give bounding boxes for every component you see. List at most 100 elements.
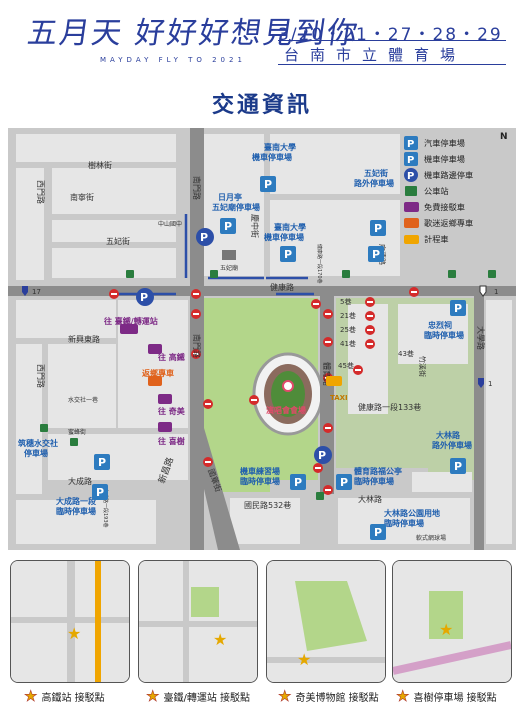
parking-shuijiao-l1: 筑穗水交社 (18, 438, 58, 448)
street-daling: 大林路 (358, 494, 382, 504)
roadside-parking-lines (112, 214, 314, 296)
svg-text:TAXI: TAXI (330, 394, 348, 402)
shuttle-label-chimei: 往 奇美 (158, 406, 186, 416)
legend-item: 計程車 (404, 232, 449, 246)
header-divider (278, 64, 506, 65)
svg-text:P: P (96, 486, 104, 499)
parking-zhonglie-l1: 忠烈祠 (428, 320, 452, 330)
inset-rail-svg: ★ (139, 561, 257, 682)
inset-hsr-svg: ★ (11, 561, 129, 682)
bus-stop-icons (40, 270, 496, 500)
stadium-label: 演唱會會場 (266, 405, 306, 415)
svg-text:P: P (318, 449, 326, 462)
svg-text:P: P (98, 456, 106, 469)
street-nanmen-2: 南門路 (192, 334, 202, 358)
inset-rail-map: ★ (138, 560, 258, 683)
road-nanmen-diagonal (190, 428, 240, 550)
svg-text:45巷: 45巷 (338, 362, 354, 370)
scooter-parking-icon: P (404, 152, 418, 166)
east-block-lanes (348, 304, 388, 414)
street-wufei: 五妃街 (106, 236, 130, 246)
legend-item: P 機車停車場 (404, 152, 465, 166)
page-title: 交通資訊 (211, 93, 312, 118)
street-tennis: 軟式網球場 (416, 534, 446, 542)
street-jiankang-170: 健康路一段170巷 (316, 244, 323, 284)
tour-subtitle: MAYDAY FLY TO 2021 (100, 56, 246, 64)
shuttle-label-rail: 往 臺鐵/轉運站 (104, 316, 158, 326)
pickup-star-icon: ★ (439, 620, 453, 639)
svg-text:25巷: 25巷 (340, 326, 356, 334)
svg-text:1: 1 (494, 288, 498, 296)
street-nanning: 南寧街 (70, 192, 94, 202)
svg-text:P: P (340, 476, 348, 489)
car-parking-icon (92, 484, 108, 500)
street-daxue: 大學路 (476, 326, 486, 350)
parking-ncku-2-l2: 機車停車場 (264, 232, 304, 242)
taxi-icon: TAXI (326, 376, 348, 402)
street-zhuxi: 竹溪街 (418, 356, 427, 377)
street-ximen: 西門路 (36, 180, 46, 204)
shuttle-label-hsr: 往 高鐵 (158, 352, 185, 362)
legend-item: 公車站 (404, 184, 449, 198)
parking-dalin-street-l2: 路外停車場 (432, 440, 472, 450)
scooter-parking-icon (260, 176, 276, 192)
legend-item: 免費接駁車 (404, 200, 465, 214)
inset-chimei-svg: ★ (267, 561, 385, 682)
fan-shuttle-icon (404, 218, 419, 228)
svg-text:1: 1 (488, 380, 492, 388)
svg-text:P: P (407, 139, 414, 150)
free-shuttle-icon (120, 324, 138, 334)
free-shuttle-icon (158, 394, 172, 404)
svg-text:43巷: 43巷 (398, 350, 414, 358)
wufei-temple-icon (222, 250, 236, 260)
street-guomin532: 國民路532巷 (244, 500, 291, 510)
zhongshan-junior-label: 中山國中 (158, 220, 182, 228)
header: 五月天 好好好想見到你 MAYDAY FLY TO 2021 3/20・21・2… (0, 0, 524, 80)
parking-icons: P P P P P P P P P P P P P P P (92, 176, 466, 540)
parking-zhonglie-l2: 臨時停車場 (424, 330, 464, 340)
svg-text:41巷: 41巷 (340, 340, 356, 348)
free-shuttle-icon (158, 422, 172, 432)
roadside-scooter-parking-icon: P (404, 168, 418, 182)
svg-text:P: P (264, 178, 272, 191)
roadside-scooter-parking-icon (136, 288, 154, 306)
street-xinxing-east: 新興東路 (68, 334, 100, 344)
stadium-marker: 演唱會會場 (266, 380, 306, 415)
route-markers: 17 1 1 (22, 285, 498, 388)
street-jiankang-133: 健康路一段133巷 (358, 402, 421, 412)
car-parking-icon (94, 454, 110, 470)
svg-text:P: P (200, 231, 208, 244)
venue-name: 台南市立體育場 (284, 46, 467, 64)
pickup-star-icon: ★ (213, 630, 227, 649)
svg-text:P: P (374, 222, 382, 235)
street-mifeng: 蜜蜂街 (68, 428, 86, 436)
legend-item: P 機車路邊停車 (404, 168, 473, 182)
svg-text:21巷: 21巷 (340, 312, 356, 320)
shuttle-label-fan: 返鄉專車 (142, 368, 174, 378)
legend-item: 歌迷返鄉專車 (404, 216, 473, 230)
roadside-scooter-parking-icon (196, 228, 214, 246)
shuttle-insets: ★ ★高鐵站 接駁點 ★ ★臺鐵/轉運站 接駁點 ★ ★奇美博物館 接駁點 ★ … (0, 560, 524, 720)
inset-xishu-label: ★喜樹停車場 接駁點 (396, 687, 497, 706)
traffic-map: 樹林街 南寧街 五妃街 健康路 新興東路 大成路 大林路 國民路532巷 健康路… (8, 128, 516, 550)
street-jiankang: 健康路 (270, 282, 294, 292)
svg-text:P: P (284, 248, 292, 261)
street-dacheng: 大成路 (68, 476, 92, 486)
parking-shuijiao-l2: 停車場 (24, 448, 48, 458)
svg-text:P: P (374, 526, 382, 539)
svg-text:P: P (407, 171, 414, 182)
car-parking-icon (450, 458, 466, 474)
street-shulin: 樹林街 (88, 160, 112, 170)
parking-dalin-street-l1: 大林路 (436, 430, 461, 440)
parking-wufei-temple-l1: 日月亭 (218, 192, 242, 202)
svg-text:5巷: 5巷 (340, 298, 351, 306)
svg-text:17: 17 (32, 288, 41, 296)
svg-text:P: P (140, 291, 148, 304)
parking-dalin-park-l2: 臨時停車場 (384, 518, 424, 528)
stadium (252, 352, 324, 436)
svg-text:P: P (224, 220, 232, 233)
car-parking-icon (370, 220, 386, 236)
svg-text:P: P (294, 476, 302, 489)
car-parking-icon: P (404, 136, 418, 150)
svg-text:P: P (372, 248, 380, 261)
